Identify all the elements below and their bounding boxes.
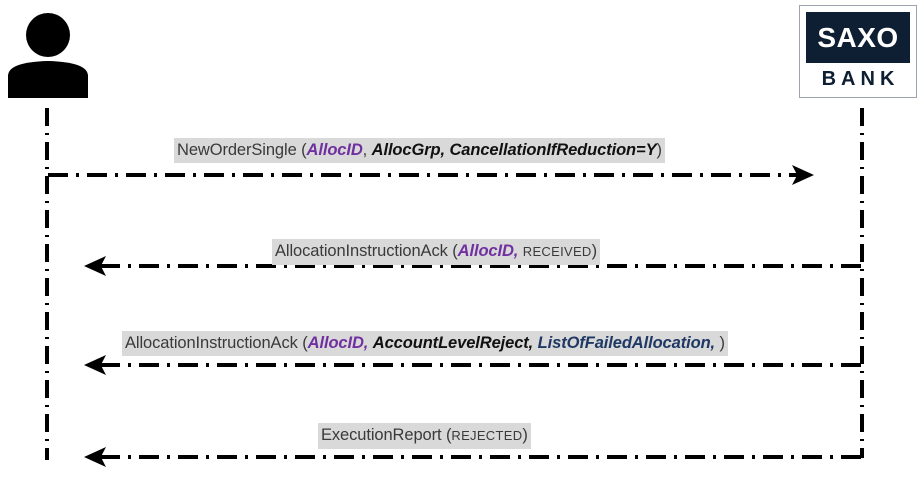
label-segment: RECEIVED	[522, 244, 592, 259]
label-segment: AllocID,	[307, 334, 369, 352]
saxo-bank-logo-bottom-text: BANK	[821, 68, 900, 90]
label-segment: ListOfFailedAllocation,	[537, 334, 716, 352]
saxo-bank-logo-sub: BANK	[806, 63, 910, 95]
label-segment: AllocationInstructionAck (	[275, 242, 458, 260]
label-segment: AccountLevelReject,	[372, 334, 534, 352]
message-label-allocation-instruction-ack-received: AllocationInstructionAck (AllocID, RECEI…	[272, 239, 601, 265]
label-segment: NewOrderSingle (	[177, 141, 307, 159]
saxo-bank-logo-top-text: SAXO	[817, 21, 899, 53]
label-segment: )	[715, 334, 726, 352]
label-segment: ,	[362, 141, 372, 159]
label-segment: ExecutionReport (	[321, 426, 452, 444]
label-segment: REJECTED	[451, 428, 523, 443]
label-segment: )	[522, 426, 528, 444]
label-segment: AllocationInstructionAck (	[125, 334, 308, 352]
saxo-bank-logo: SAXO BANK	[799, 5, 917, 98]
label-segment: AllocGrp, CancellationIfReduction=Y	[371, 141, 657, 159]
label-segment: )	[591, 242, 598, 260]
message-label-allocation-instruction-ack-reject: AllocationInstructionAck (AllocID, Accou…	[122, 331, 728, 356]
label-segment: AllocID,	[457, 242, 519, 260]
message-label-execution-report-rejected: ExecutionReport (REJECTED)	[318, 423, 531, 449]
label-segment: AllocID	[306, 141, 363, 159]
person-icon	[8, 13, 88, 98]
label-segment: )	[656, 141, 662, 159]
message-label-new-order-single: NewOrderSingle (AllocID, AllocGrp, Cance…	[174, 138, 665, 163]
saxo-bank-logo-bar: SAXO	[806, 12, 910, 63]
